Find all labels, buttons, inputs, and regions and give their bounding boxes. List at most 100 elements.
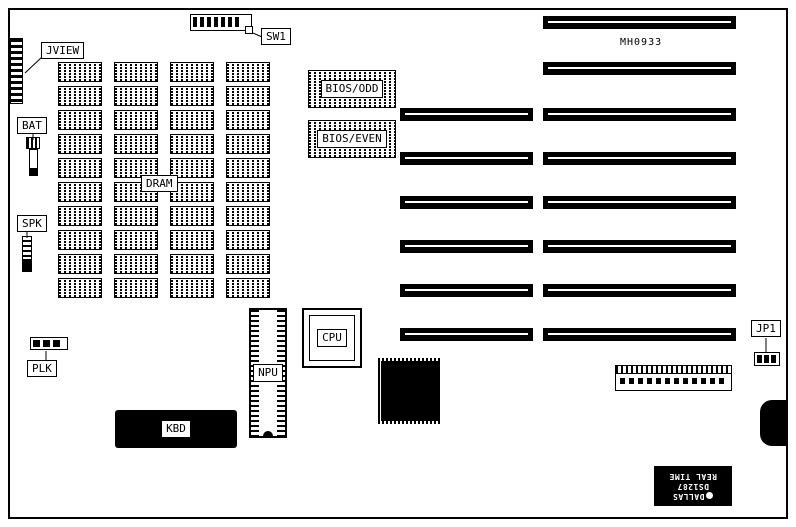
jp1-jumper: [754, 352, 780, 366]
expansion-slot: [543, 240, 736, 253]
expansion-slot: [543, 284, 736, 297]
expansion-slot: [400, 196, 533, 209]
dram-chip: [170, 278, 214, 298]
dram-chip: [58, 110, 102, 130]
expansion-slot: [543, 108, 736, 121]
dram-chip: [58, 86, 102, 106]
dram-chip: [114, 110, 158, 130]
dram-chip: [226, 230, 270, 250]
rtc-brand: DALLAS: [672, 492, 705, 501]
dram-chip: [58, 278, 102, 298]
expansion-slot: [400, 240, 533, 253]
dram-chip: [114, 206, 158, 226]
sw1-label: SW1: [261, 28, 291, 46]
battery-body: [29, 149, 38, 169]
dram-chip: [114, 134, 158, 154]
dram-chip: [170, 62, 214, 82]
expansion-slot: [400, 284, 533, 297]
plk-connector: [30, 337, 68, 350]
sw1-switch-row: [193, 17, 241, 27]
bottom-header-pins: [616, 374, 731, 384]
jumper-pin: [757, 355, 762, 363]
npu-socket: NPU: [249, 308, 287, 438]
cpu-socket: CPU: [302, 308, 362, 368]
dram-chip: [58, 62, 102, 82]
header-pin: [701, 378, 706, 384]
board-id-text: MH0933: [620, 37, 663, 48]
bat-label: BAT: [17, 117, 47, 135]
expansion-slot: [400, 328, 533, 341]
dram-chip: [226, 278, 270, 298]
expansion-slot: [543, 152, 736, 165]
rtc-chip: DALLAS DS1287 REAL TIME: [654, 466, 732, 506]
dram-chip: [170, 206, 214, 226]
dram-chip: [226, 254, 270, 274]
dram-chip: [114, 158, 158, 178]
header-pin: [719, 378, 724, 384]
dram-chip: [226, 206, 270, 226]
dram-chip: [226, 158, 270, 178]
bios-even-label: BIOS/EVEN: [317, 130, 387, 148]
header-pin: [692, 378, 697, 384]
dram-chip: [58, 158, 102, 178]
dram-chip: [170, 158, 214, 178]
dram-chip: [58, 230, 102, 250]
dram-chip: [170, 230, 214, 250]
dram-chip: [58, 254, 102, 274]
npu-label: NPU: [253, 364, 283, 382]
rtc-brand-row: DALLAS: [673, 491, 714, 501]
bottom-header-strip: [616, 366, 731, 374]
dram-chip: [226, 62, 270, 82]
board-outline: [8, 8, 788, 519]
speaker-base: [22, 260, 32, 272]
din-keyboard-connector: [760, 400, 787, 446]
dram-chip: [226, 134, 270, 154]
jview-connector: [10, 38, 23, 104]
header-pin: [629, 378, 634, 384]
expansion-slot: [400, 108, 533, 121]
spk-label: SPK: [17, 215, 47, 233]
plk-pin: [53, 340, 60, 347]
dram-chip: [170, 254, 214, 274]
qfp-chip: [378, 358, 442, 424]
header-pin: [665, 378, 670, 384]
sw1-dip-switch: [190, 14, 252, 31]
dram-bank: [58, 62, 270, 298]
kbd-label: KBD: [161, 420, 191, 438]
header-pin: [620, 378, 625, 384]
header-pin: [647, 378, 652, 384]
jumper-pin: [771, 355, 776, 363]
rtc-model: DS1287: [677, 482, 709, 491]
dram-chip: [170, 134, 214, 154]
dram-chip: [58, 182, 102, 202]
dram-chip: [226, 110, 270, 130]
dram-chip: [170, 86, 214, 106]
dram-chip: [226, 182, 270, 202]
rtc-type: REAL TIME: [669, 472, 717, 481]
dram-chip: [58, 206, 102, 226]
expansion-slot: [543, 328, 736, 341]
header-pin: [638, 378, 643, 384]
dram-chip: [170, 110, 214, 130]
kbd-chip: KBD: [115, 410, 237, 448]
dram-chip: [114, 62, 158, 82]
dram-chip: [114, 278, 158, 298]
dram-chip: [114, 230, 158, 250]
expansion-slot: [400, 152, 533, 165]
header-pin: [683, 378, 688, 384]
dram-chip: [58, 134, 102, 154]
plk-pin: [33, 340, 40, 347]
bios-odd-label: BIOS/ODD: [320, 80, 384, 98]
jp1-label: JP1: [751, 320, 781, 338]
bios-odd-chip: BIOS/ODD: [308, 70, 396, 108]
header-pin: [674, 378, 679, 384]
dram-label: DRAM: [141, 175, 178, 193]
dram-chip: [226, 86, 270, 106]
bottom-pin-header: [615, 365, 732, 391]
jview-label: JVIEW: [41, 42, 85, 60]
dram-chip: [114, 86, 158, 106]
battery-tip: [29, 169, 38, 176]
header-pin: [656, 378, 661, 384]
cpu-label: CPU: [317, 329, 347, 347]
